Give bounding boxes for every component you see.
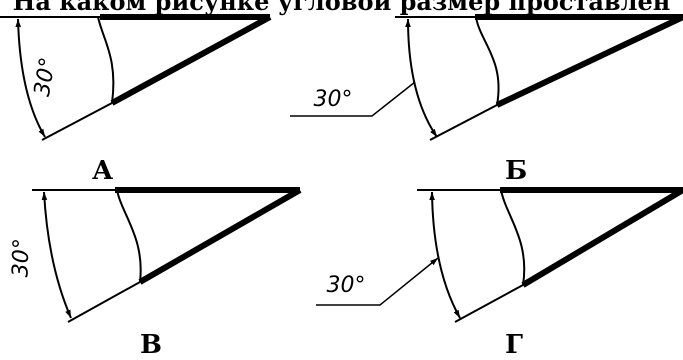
figure-a-angle-label: 30° [30, 55, 61, 98]
figure-b-dimension-arc [405, 18, 438, 138]
option-label-d: Г [505, 330, 523, 360]
figure-b-edge-slant [495, 14, 683, 108]
figure-d-break-line [500, 189, 526, 286]
figure-c-dimension-arc [41, 191, 72, 319]
figure-c-extension-bottom [67, 281, 141, 323]
figure-a[interactable]: 30° [0, 14, 272, 141]
figure-b[interactable]: 30° [290, 14, 683, 141]
figure-a-break-line [97, 16, 115, 104]
figure-b-break-line [475, 16, 500, 106]
figure-d-leader-arrow [316, 257, 439, 306]
figure-b-extension-bottom [429, 104, 498, 141]
figure-c[interactable]: 30° [8, 187, 302, 323]
figure-a-edge-slant [110, 14, 272, 106]
figure-c-edge-slant [138, 187, 302, 285]
option-label-c: В [140, 330, 162, 360]
question-title: На каком рисунке угловой размер проставл… [12, 0, 671, 16]
figure-d-dimension-arc [429, 191, 461, 319]
option-label-b: Б [505, 156, 528, 186]
figure-d-extension-bottom [454, 284, 524, 323]
figure-b-leader-line [290, 81, 416, 117]
figure-c-angle-label: 30° [8, 238, 34, 278]
figure-c-break-line [116, 189, 142, 283]
option-label-a: А [92, 156, 114, 186]
figure-d[interactable]: 30° [316, 187, 683, 323]
figure-d-edge-slant [521, 187, 683, 288]
figure-a-extension-bottom [41, 102, 113, 141]
figure-d-angle-label: 30° [327, 273, 366, 298]
figure-b-angle-label: 30° [314, 87, 353, 112]
figure-a-dimension-arc [15, 18, 46, 138]
